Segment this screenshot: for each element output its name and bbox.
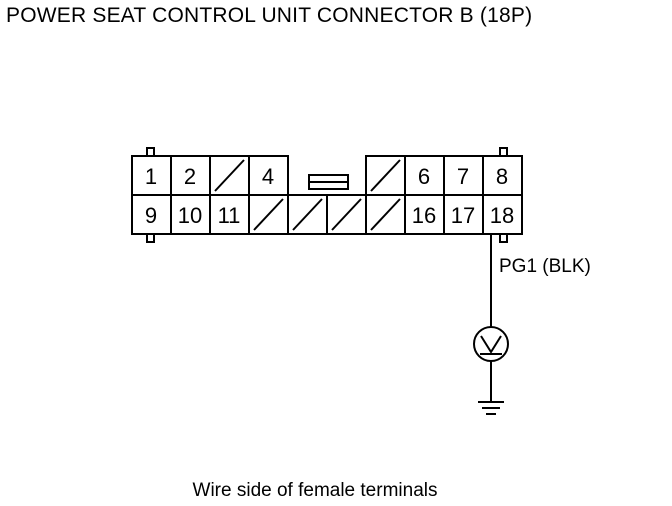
terminal-label: 1 [145,164,157,189]
voltmeter-icon [473,326,509,362]
terminal-label: 18 [490,203,514,228]
terminal-label: 10 [178,203,202,228]
terminal-label: 11 [218,203,241,228]
terminal-label: 2 [184,164,196,189]
terminal-label: 17 [451,203,475,228]
lock-tab-bottom-right [499,233,508,243]
lock-tab-top-right [499,147,508,157]
terminal-label: 4 [262,164,274,189]
terminal-label: 8 [496,164,508,189]
diagram-caption: Wire side of female terminals [192,480,438,501]
terminal-cell-18 [482,194,523,235]
terminal-label: 6 [418,164,430,189]
lock-tab-bottom-left [146,233,155,243]
terminal-label: 9 [145,203,157,228]
terminal-label: 16 [412,203,436,228]
ground-icon [478,401,504,415]
wire-label: PG1 (BLK) [499,256,591,277]
lock-tab-top-left [146,147,155,157]
diagram-title: POWER SEAT CONTROL UNIT CONNECTOR B (18P… [6,4,533,27]
terminal-label: 7 [457,164,469,189]
